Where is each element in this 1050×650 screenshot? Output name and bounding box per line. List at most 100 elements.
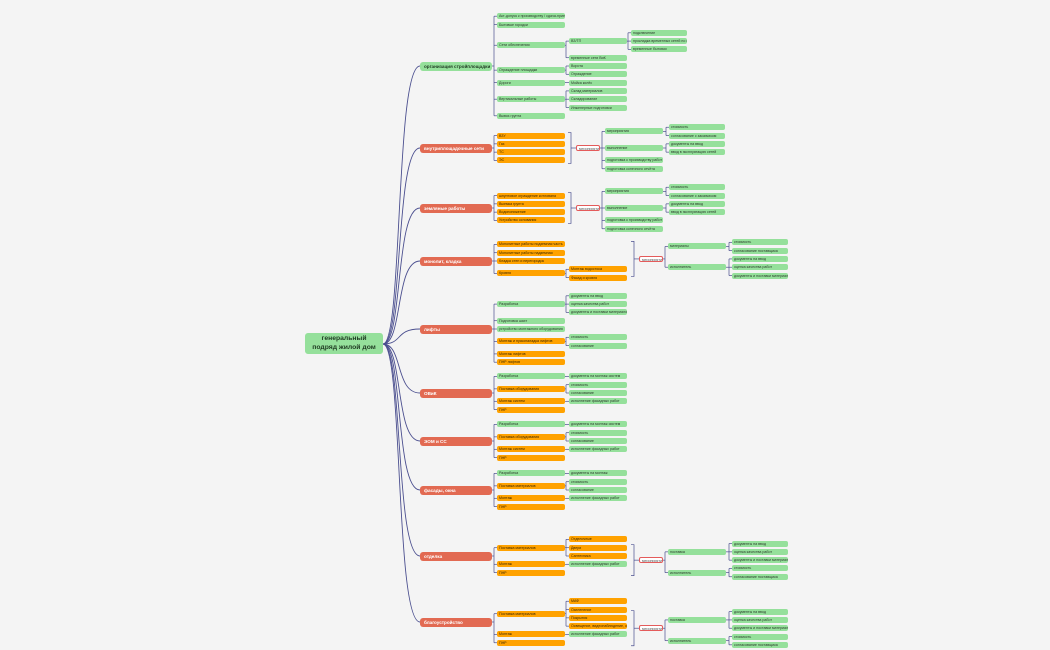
mindmap-node[interactable]: документы на монтаж систем bbox=[569, 373, 627, 380]
mindmap-node[interactable]: Разработка bbox=[497, 421, 565, 428]
mindmap-node[interactable]: Монтаж bbox=[497, 561, 565, 568]
mindmap-node[interactable]: Отделочные bbox=[569, 536, 627, 543]
section-node[interactable]: земляные работы bbox=[420, 203, 492, 213]
section-node[interactable]: благоустройство bbox=[420, 617, 492, 627]
mindmap-node[interactable]: согласование bbox=[569, 438, 627, 444]
mindmap-node[interactable]: Устройство основания bbox=[497, 217, 565, 224]
mindmap-node[interactable]: документы на ввод bbox=[569, 292, 627, 299]
mindmap-node[interactable]: документы и поставки материалов bbox=[732, 557, 788, 564]
mindmap-node[interactable]: Поставка материалов bbox=[497, 610, 565, 617]
mindmap-node[interactable]: Бытовые городки bbox=[497, 21, 565, 28]
mindmap-node[interactable]: Вертикальные работы bbox=[497, 96, 565, 103]
mindmap-node[interactable]: документы на ввод bbox=[669, 200, 725, 207]
mindmap-node[interactable]: оценка качества работ bbox=[569, 301, 627, 308]
mindmap-node[interactable]: ТС bbox=[497, 149, 565, 156]
mindmap-node[interactable]: стоимость bbox=[732, 565, 788, 572]
section-node[interactable]: лифты bbox=[420, 324, 492, 334]
section-node[interactable]: внутриплощадочные сети bbox=[420, 143, 492, 153]
mindmap-node[interactable]: Склад материалов bbox=[569, 87, 627, 94]
mindmap-node[interactable]: документы на монтаж bbox=[569, 470, 627, 477]
mindmap-node[interactable]: подготовка к производству работ bbox=[605, 217, 663, 224]
mindmap-node[interactable]: ввод в эксплуатацию сетей bbox=[669, 149, 725, 156]
mindmap-node[interactable]: Монтаж bbox=[497, 631, 565, 638]
mindmap-node[interactable]: документы и поставки материалов bbox=[569, 309, 627, 316]
mindmap-node[interactable]: Ограждение bbox=[569, 71, 627, 78]
section-node[interactable]: организация стройплощадки bbox=[420, 61, 492, 71]
mindmap-node[interactable]: ПНР bbox=[497, 639, 565, 646]
root-node[interactable]: генеральный подряд жилой дом bbox=[305, 333, 383, 354]
mindmap-node[interactable]: Поставка оборудования bbox=[497, 385, 565, 392]
mindmap-node[interactable]: Ограждение площадки bbox=[497, 67, 565, 74]
group-label[interactable]: мероприятия bbox=[576, 145, 600, 151]
mindmap-node[interactable]: согласование поставщика bbox=[732, 573, 788, 580]
mindmap-node[interactable]: согласование bbox=[569, 390, 627, 396]
mindmap-node[interactable]: устройство монтажного оборудования bbox=[497, 326, 565, 332]
mindmap-node[interactable]: Монтаж bbox=[497, 495, 565, 502]
mindmap-node[interactable]: стоимость bbox=[569, 334, 627, 341]
section-node[interactable]: отделка bbox=[420, 551, 492, 561]
mindmap-node[interactable]: Покрытия bbox=[569, 614, 627, 621]
mindmap-node[interactable]: исполнитель bbox=[668, 264, 726, 271]
mindmap-node[interactable]: ввод в эксплуатацию сетей bbox=[669, 209, 725, 216]
mindmap-node[interactable]: подключение bbox=[631, 29, 687, 36]
mindmap-node[interactable]: ПНР bbox=[497, 503, 565, 510]
mindmap-node[interactable]: Поставка материалов bbox=[497, 544, 565, 551]
section-node[interactable]: ОВиК bbox=[420, 388, 492, 398]
mindmap-node[interactable]: поставка bbox=[668, 616, 726, 623]
mindmap-node[interactable]: Поставка материалов bbox=[497, 482, 565, 489]
mindmap-node[interactable]: подготовка к производству работ bbox=[605, 157, 663, 164]
mindmap-node[interactable]: документы на ввод bbox=[669, 140, 725, 147]
mindmap-node[interactable]: Подготовка шахт bbox=[497, 317, 565, 324]
mindmap-node[interactable]: согласование bbox=[569, 487, 627, 493]
mindmap-node[interactable]: Монтаж лифтов bbox=[497, 350, 565, 357]
mindmap-node[interactable]: стоимость bbox=[569, 381, 627, 388]
mindmap-node[interactable]: ЭС bbox=[497, 157, 565, 164]
group-label[interactable]: мероприятия bbox=[639, 625, 663, 632]
mindmap-node[interactable]: Сантехника bbox=[569, 553, 627, 559]
mindmap-node[interactable]: Монтаж и пусконаладка лифтов bbox=[497, 338, 565, 345]
mindmap-node[interactable]: Кровля bbox=[497, 270, 565, 277]
mindmap-node[interactable]: исполнение фасадных работ bbox=[569, 631, 627, 638]
mindmap-node[interactable]: Разработка bbox=[497, 301, 565, 308]
mindmap-node[interactable]: согласование поставщика bbox=[732, 247, 788, 254]
mindmap-node[interactable]: Озеленение bbox=[569, 606, 627, 613]
mindmap-node[interactable]: Акт-допуск к производству / сдача-приемк… bbox=[497, 13, 565, 20]
section-node[interactable]: фасады, окна bbox=[420, 485, 492, 495]
mindmap-node[interactable]: Монтаж систем bbox=[497, 398, 565, 405]
mindmap-node[interactable]: мероприятия bbox=[605, 128, 663, 135]
mindmap-node[interactable]: исполнитель bbox=[668, 637, 726, 644]
mindmap-node[interactable]: Монолитные работы надземная bbox=[497, 249, 565, 256]
mindmap-node[interactable]: Мойка колёс bbox=[569, 79, 627, 86]
mindmap-node[interactable]: выполнение bbox=[605, 145, 663, 151]
mindmap-node[interactable]: МАФ bbox=[569, 598, 627, 605]
section-node[interactable]: ЭОМ и СС bbox=[420, 436, 492, 446]
mindmap-node[interactable]: документы на ввод bbox=[732, 608, 788, 615]
mindmap-node[interactable]: стоимость bbox=[669, 124, 725, 131]
mindmap-node[interactable]: Выемка грунта bbox=[497, 200, 565, 207]
mindmap-node[interactable]: прокладка временных сетей по стройплощад… bbox=[631, 38, 687, 45]
mindmap-node[interactable]: Ворота bbox=[569, 63, 627, 69]
section-node[interactable]: монолит, кладка bbox=[420, 256, 492, 266]
mindmap-node[interactable]: Водопонижение bbox=[497, 209, 565, 216]
mindmap-node[interactable]: временные сети ВиК bbox=[569, 54, 627, 61]
mindmap-node[interactable]: исполнитель bbox=[668, 569, 726, 576]
mindmap-node[interactable]: ВЗУ bbox=[497, 132, 565, 139]
mindmap-node[interactable]: согласование поставщика bbox=[732, 641, 788, 648]
mindmap-node[interactable]: согласование с заказчиком bbox=[669, 192, 725, 199]
mindmap-node[interactable]: ВЗ/ТП bbox=[569, 38, 627, 45]
mindmap-node[interactable]: ПНР bbox=[497, 569, 565, 576]
mindmap-node[interactable]: исполнение фасадных работ bbox=[569, 495, 627, 502]
mindmap-node[interactable]: Монтаж систем bbox=[497, 446, 565, 453]
mindmap-node[interactable]: Монолитные работы подземная часть bbox=[497, 241, 565, 248]
mindmap-node[interactable]: документы на ввод bbox=[732, 255, 788, 262]
mindmap-node[interactable]: выполнение bbox=[605, 205, 663, 211]
mindmap-node[interactable]: материалы bbox=[668, 243, 726, 250]
mindmap-node[interactable]: исполнение фасадных работ bbox=[569, 446, 627, 453]
mindmap-node[interactable]: Разработка bbox=[497, 470, 565, 477]
mindmap-node[interactable]: ПНР лифтов bbox=[497, 359, 565, 366]
mindmap-node[interactable]: Монтаж водостока bbox=[569, 266, 627, 273]
mindmap-node[interactable]: стоимость bbox=[569, 478, 627, 485]
mindmap-node[interactable]: стоимость bbox=[569, 429, 627, 436]
mindmap-node[interactable]: Освещение, видеонаблюдение, ограждение bbox=[569, 623, 627, 630]
mindmap-node[interactable]: поставка bbox=[668, 548, 726, 555]
